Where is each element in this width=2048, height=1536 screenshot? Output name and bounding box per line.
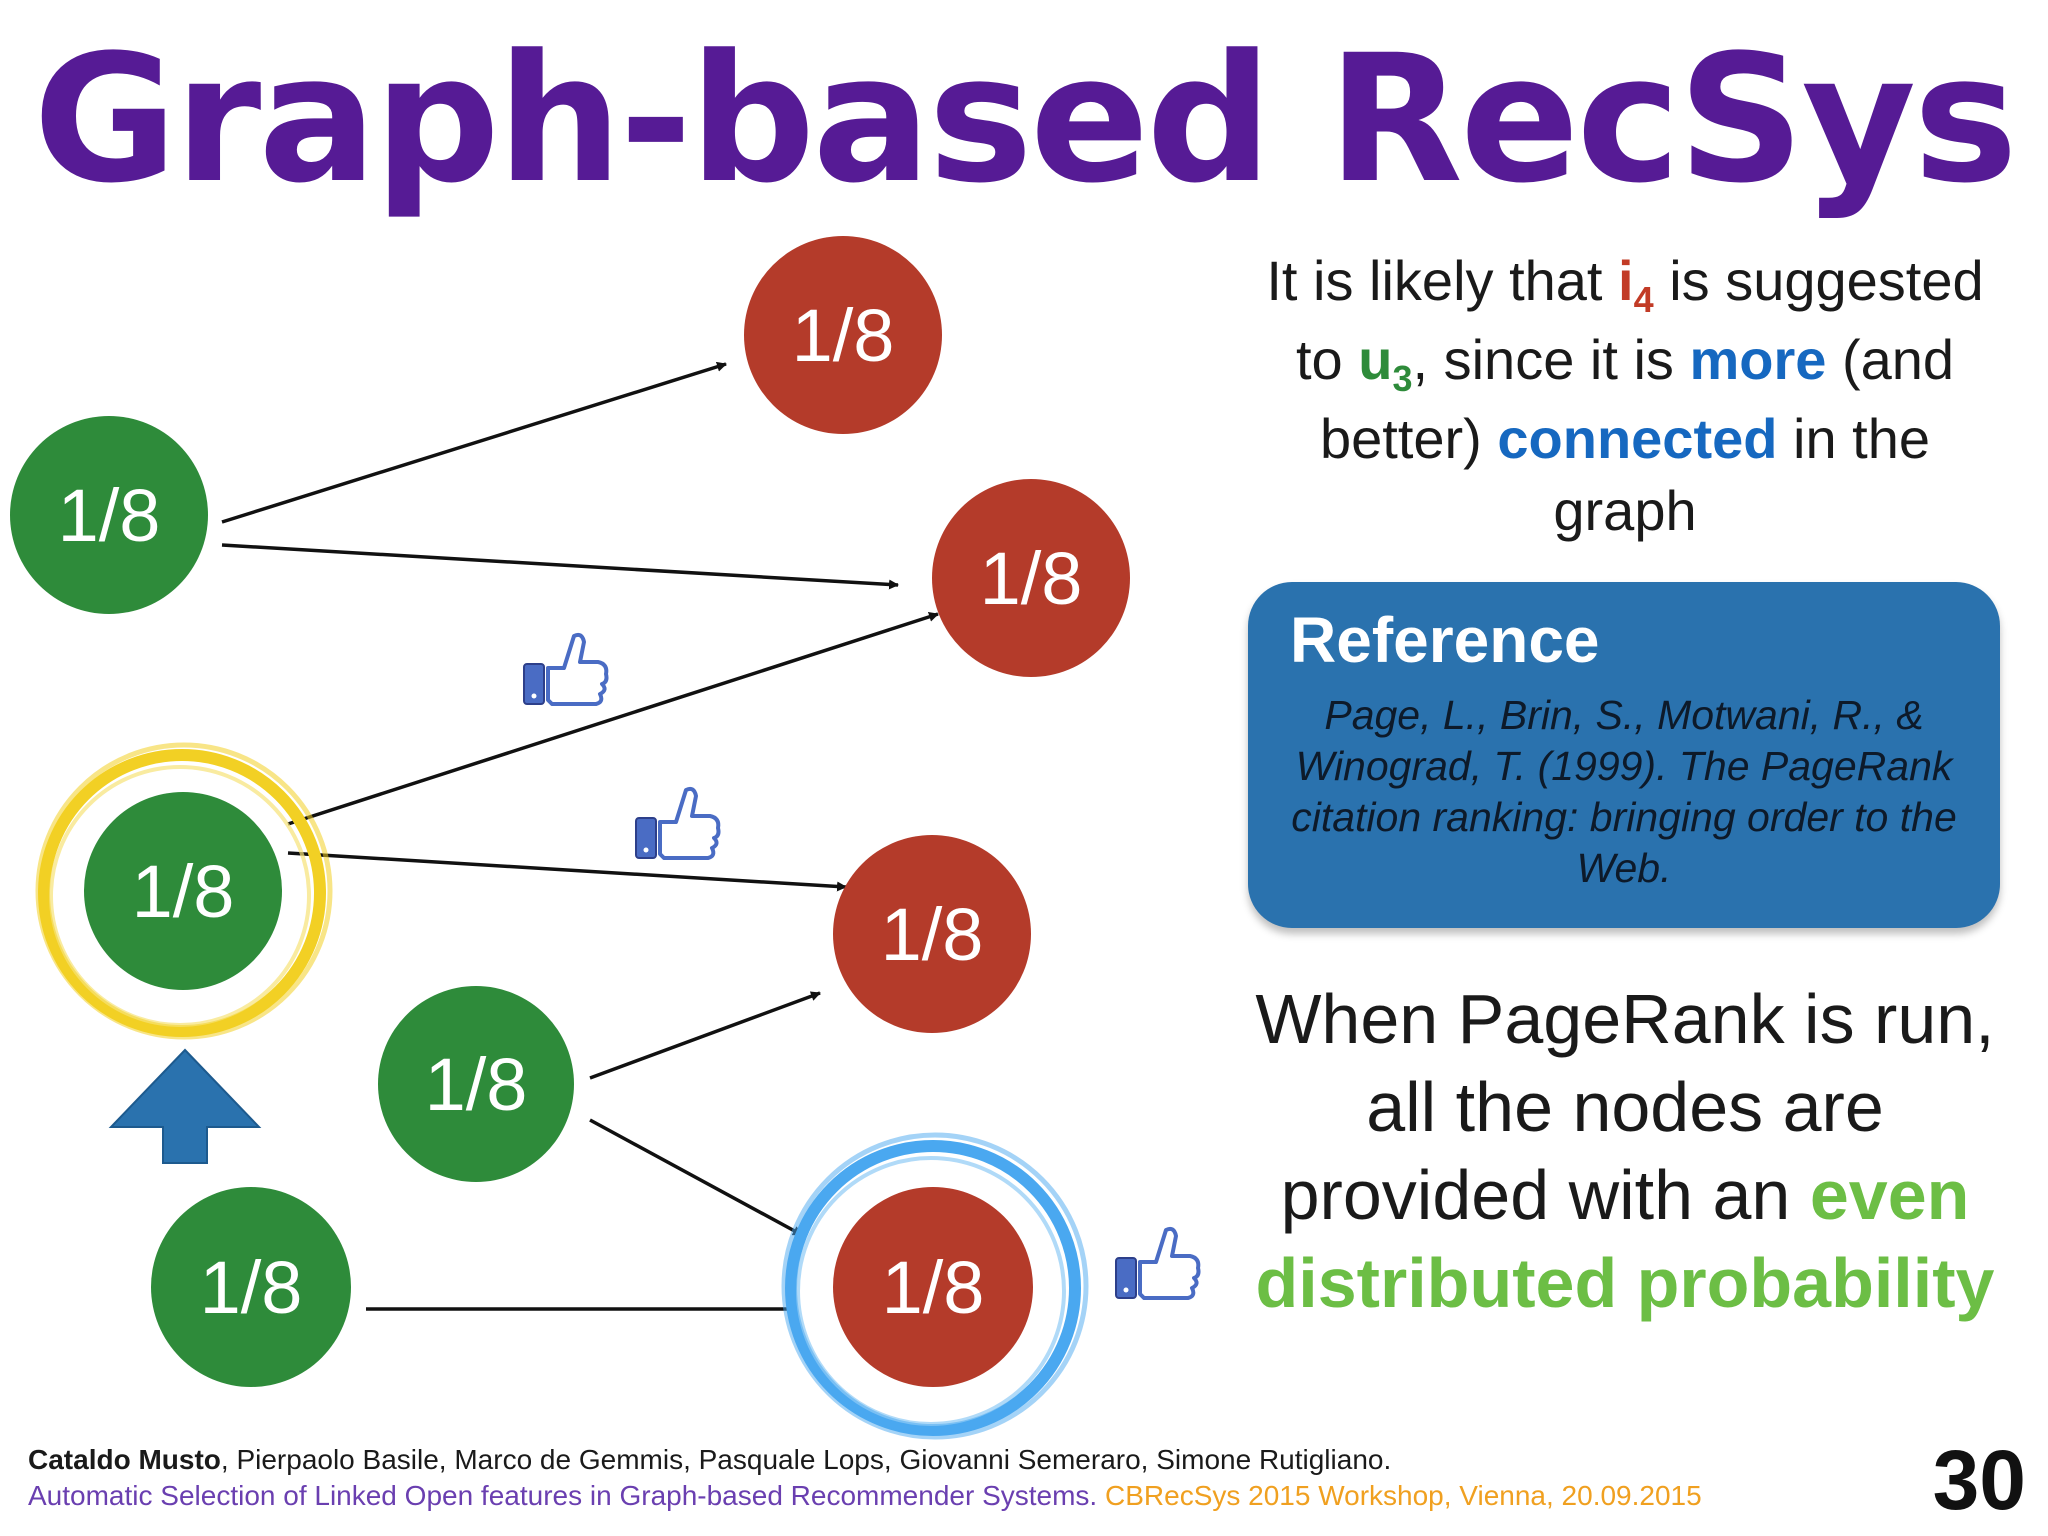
node-label: 1/8 bbox=[881, 893, 984, 976]
thumbs-up-icon bbox=[523, 632, 609, 706]
user-u3-reference: u3 bbox=[1358, 328, 1412, 399]
more-highlight: more bbox=[1689, 328, 1827, 391]
highlight-ring-item bbox=[781, 1132, 1089, 1440]
thumbs-up-icon bbox=[635, 786, 721, 860]
node-label: 1/8 bbox=[58, 474, 161, 557]
user-node-u3: 1/8 bbox=[378, 986, 574, 1182]
edge-u3-i4 bbox=[589, 1118, 803, 1237]
other-authors: , Pierpaolo Basile, Marco de Gemmis, Pas… bbox=[220, 1444, 1392, 1475]
user-node-u2: 1/8 bbox=[84, 792, 282, 990]
even-distributed-highlight: even distributed probability bbox=[1255, 1156, 1995, 1322]
page-number: 30 bbox=[1932, 1433, 2026, 1527]
reference-heading: Reference bbox=[1290, 604, 1600, 676]
node-label: 1/8 bbox=[425, 1043, 528, 1126]
explanation-part: is suggested to bbox=[1295, 249, 1984, 391]
highlight-ring-user bbox=[35, 742, 333, 1040]
graph-edges bbox=[221, 361, 939, 1311]
pagerank-line: When PageRank is run, all the nodes are … bbox=[1255, 980, 1995, 1234]
node-label: 1/8 bbox=[132, 850, 235, 933]
up-arrow-icon bbox=[108, 1048, 262, 1164]
edge-u2-i3 bbox=[287, 851, 847, 892]
node-label: 1/8 bbox=[200, 1246, 303, 1329]
node-label: 1/8 bbox=[882, 1246, 985, 1329]
explanation-part: (and better) bbox=[1319, 328, 1955, 470]
explanation-part: , since it is bbox=[1412, 328, 1690, 391]
user-node-u1: 1/8 bbox=[10, 416, 208, 614]
node-label: 1/8 bbox=[792, 294, 895, 377]
slide-title: Graph-based RecSys bbox=[33, 17, 2018, 222]
edge-u1-i1 bbox=[221, 361, 727, 524]
paper-title: Automatic Selection of Linked Open featu… bbox=[28, 1480, 1098, 1511]
pagerank-text: When PageRank is run, all the nodes are … bbox=[1240, 975, 2010, 1327]
edge-u1-i2 bbox=[221, 543, 899, 590]
explanation-part: in the graph bbox=[1553, 407, 1931, 542]
item-letter: i bbox=[1618, 249, 1634, 312]
item-node-i4: 1/8 bbox=[833, 1187, 1033, 1387]
reference-citation: Page, L., Brin, S., Motwani, R., & Winog… bbox=[1291, 692, 1957, 891]
venue: CBRecSys 2015 Workshop, Vienna, 20.09.20… bbox=[1097, 1480, 1702, 1511]
user-subscript: 3 bbox=[1392, 358, 1413, 399]
item-i4-reference: i4 bbox=[1618, 249, 1654, 320]
item-node-i2: 1/8 bbox=[932, 479, 1130, 677]
thumbs-up-icon bbox=[1115, 1226, 1201, 1300]
edge-u3-i3 bbox=[589, 991, 821, 1080]
explanation-part: It is likely that bbox=[1266, 249, 1619, 312]
item-node-i1: 1/8 bbox=[744, 236, 942, 434]
footer-citation: Automatic Selection of Linked Open featu… bbox=[28, 1479, 1702, 1513]
explanation-text: It is likely that i4 is suggested to u3,… bbox=[1250, 245, 2000, 547]
connected-highlight: connected bbox=[1497, 407, 1778, 470]
user-letter: u bbox=[1358, 328, 1393, 391]
edge-u2-i2 bbox=[287, 612, 939, 826]
lead-author: Cataldo Musto bbox=[28, 1444, 221, 1475]
reference-box: Reference Page, L., Brin, S., Motwani, R… bbox=[1248, 582, 2000, 928]
item-node-i3: 1/8 bbox=[833, 835, 1031, 1033]
item-subscript: 4 bbox=[1633, 279, 1654, 320]
footer-authors: Cataldo Musto, Pierpaolo Basile, Marco d… bbox=[28, 1443, 1391, 1477]
node-label: 1/8 bbox=[980, 537, 1083, 620]
user-node-u4: 1/8 bbox=[151, 1187, 351, 1387]
